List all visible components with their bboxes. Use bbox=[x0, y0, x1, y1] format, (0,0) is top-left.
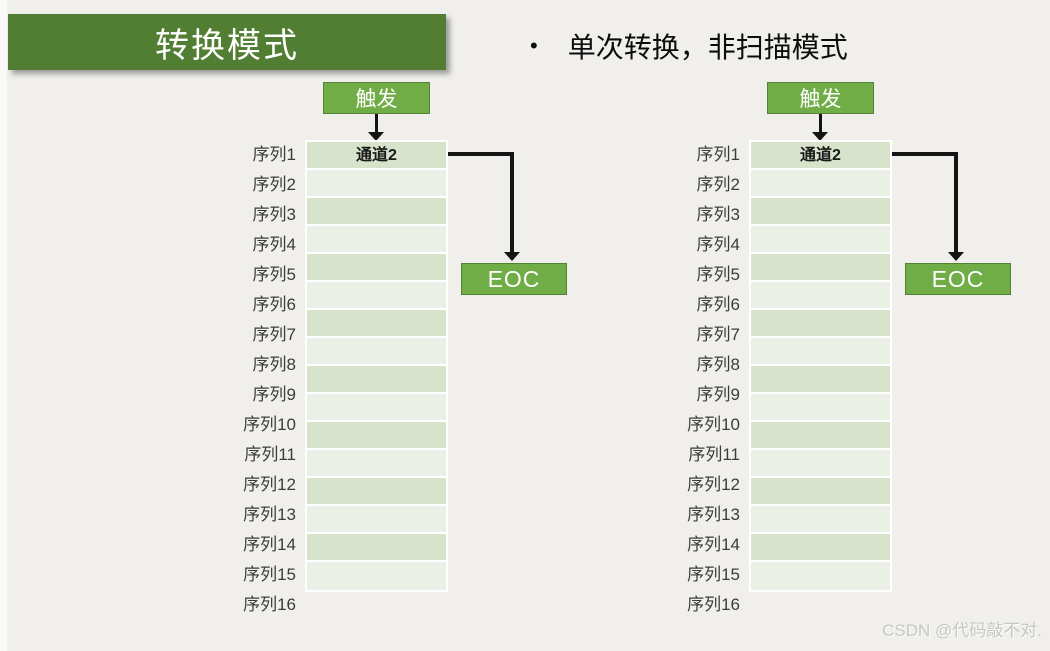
sequence-label: 序列14 bbox=[687, 535, 740, 554]
trigger-label: 触发 bbox=[355, 88, 398, 111]
eoc-box: EOC bbox=[905, 263, 1011, 295]
empty-cell bbox=[751, 338, 890, 366]
eoc-arrow-vertical bbox=[954, 152, 958, 253]
empty-cell bbox=[751, 226, 890, 254]
empty-cell bbox=[751, 282, 890, 310]
empty-cell bbox=[307, 226, 446, 254]
sequence-label: 序列16 bbox=[687, 595, 740, 614]
empty-cell bbox=[751, 198, 890, 226]
arrow-down-icon bbox=[368, 132, 384, 141]
sequence-label: 序列6 bbox=[696, 295, 740, 314]
sequence-label: 序列11 bbox=[244, 445, 296, 464]
sequence-table: 通道2 bbox=[749, 140, 892, 592]
eoc-arrow-horizontal bbox=[892, 152, 958, 156]
empty-cell bbox=[751, 478, 890, 506]
sequence-label: 序列15 bbox=[687, 565, 740, 584]
empty-cell bbox=[751, 254, 890, 282]
empty-cell bbox=[307, 338, 446, 366]
sequence-label: 序列3 bbox=[252, 205, 296, 224]
empty-cell bbox=[751, 170, 890, 198]
eoc-box: EOC bbox=[461, 263, 567, 295]
empty-cell bbox=[307, 254, 446, 282]
eoc-arrow-vertical bbox=[510, 152, 514, 253]
bullet-text: 单次转换，非扫描模式 bbox=[567, 32, 848, 63]
trigger-box: 触发 bbox=[767, 82, 874, 114]
sequence-label: 序列15 bbox=[243, 565, 296, 584]
empty-cell bbox=[307, 170, 446, 198]
trigger-arrow-line bbox=[375, 114, 378, 133]
trigger-box: 触发 bbox=[323, 82, 430, 114]
channel-cell: 通道2 bbox=[307, 142, 446, 170]
channel-cell: 通道2 bbox=[751, 142, 890, 170]
watermark: CSDN @代码敲不对. bbox=[882, 621, 1042, 640]
sequence-label: 序列6 bbox=[252, 295, 296, 314]
empty-cell bbox=[307, 198, 446, 226]
sequence-label: 序列12 bbox=[243, 475, 296, 494]
sequence-label: 序列10 bbox=[687, 415, 740, 434]
empty-cell bbox=[751, 394, 890, 422]
sequence-label: 序列2 bbox=[252, 175, 296, 194]
trigger-arrow-line bbox=[819, 114, 822, 133]
empty-cell bbox=[751, 450, 890, 478]
empty-cell bbox=[307, 478, 446, 506]
arrow-down-icon bbox=[948, 252, 964, 261]
empty-cell bbox=[751, 506, 890, 534]
empty-cell bbox=[307, 422, 446, 450]
diagram-right: 触发 序列1 序列2 序列3 序列4 序列5 序列6 序列7 序列8 序列9 序… bbox=[674, 80, 1019, 632]
arrow-down-icon bbox=[504, 252, 520, 261]
sequence-label: 序列4 bbox=[252, 235, 296, 254]
sequence-label: 序列13 bbox=[243, 505, 296, 524]
sequence-label: 序列16 bbox=[243, 595, 296, 614]
sequence-label: 序列13 bbox=[687, 505, 740, 524]
sequence-label: 序列11 bbox=[688, 445, 740, 464]
eoc-label: EOC bbox=[931, 265, 985, 292]
empty-cell bbox=[307, 366, 446, 394]
arrow-down-icon bbox=[812, 132, 828, 141]
empty-cell bbox=[751, 422, 890, 450]
empty-cell bbox=[751, 534, 890, 562]
eoc-label: EOC bbox=[487, 265, 541, 292]
empty-cell bbox=[307, 506, 446, 534]
title-banner: 转换模式 bbox=[8, 14, 446, 70]
empty-cell bbox=[307, 534, 446, 562]
empty-cell bbox=[751, 562, 890, 590]
eoc-arrow-horizontal bbox=[448, 152, 514, 156]
sequence-label: 序列2 bbox=[696, 175, 740, 194]
sequence-label: 序列8 bbox=[696, 355, 740, 374]
empty-cell bbox=[751, 366, 890, 394]
sequence-label: 序列14 bbox=[243, 535, 296, 554]
sequence-label: 序列7 bbox=[252, 325, 296, 344]
sequence-label: 序列10 bbox=[243, 415, 296, 434]
trigger-label: 触发 bbox=[799, 88, 842, 111]
sequence-label: 序列9 bbox=[252, 385, 296, 404]
sequence-table: 通道2 bbox=[305, 140, 448, 592]
empty-cell bbox=[307, 450, 446, 478]
slide-left-edge bbox=[0, 0, 7, 651]
sequence-label: 序列5 bbox=[252, 265, 296, 284]
sequence-label: 序列9 bbox=[696, 385, 740, 404]
diagram-left: 触发 序列1 序列2 序列3 序列4 序列5 序列6 序列7 序列8 序列9 序… bbox=[230, 80, 575, 632]
page-title: 转换模式 bbox=[155, 26, 299, 65]
sequence-label-column: 序列1 序列2 序列3 序列4 序列5 序列6 序列7 序列8 序列9 序列10… bbox=[674, 140, 740, 620]
sequence-label-column: 序列1 序列2 序列3 序列4 序列5 序列6 序列7 序列8 序列9 序列10… bbox=[230, 140, 296, 620]
bullet-icon: • bbox=[530, 33, 538, 58]
bullet-line: • 单次转换，非扫描模式 bbox=[530, 26, 848, 66]
sequence-label: 序列3 bbox=[696, 205, 740, 224]
sequence-label: 序列7 bbox=[696, 325, 740, 344]
empty-cell bbox=[307, 394, 446, 422]
empty-cell bbox=[307, 282, 446, 310]
sequence-label: 序列12 bbox=[687, 475, 740, 494]
sequence-label: 序列1 bbox=[696, 145, 740, 164]
empty-cell bbox=[307, 562, 446, 590]
empty-cell bbox=[751, 310, 890, 338]
sequence-label: 序列5 bbox=[696, 265, 740, 284]
sequence-label: 序列1 bbox=[252, 145, 296, 164]
sequence-label: 序列8 bbox=[252, 355, 296, 374]
empty-cell bbox=[307, 310, 446, 338]
sequence-label: 序列4 bbox=[696, 235, 740, 254]
